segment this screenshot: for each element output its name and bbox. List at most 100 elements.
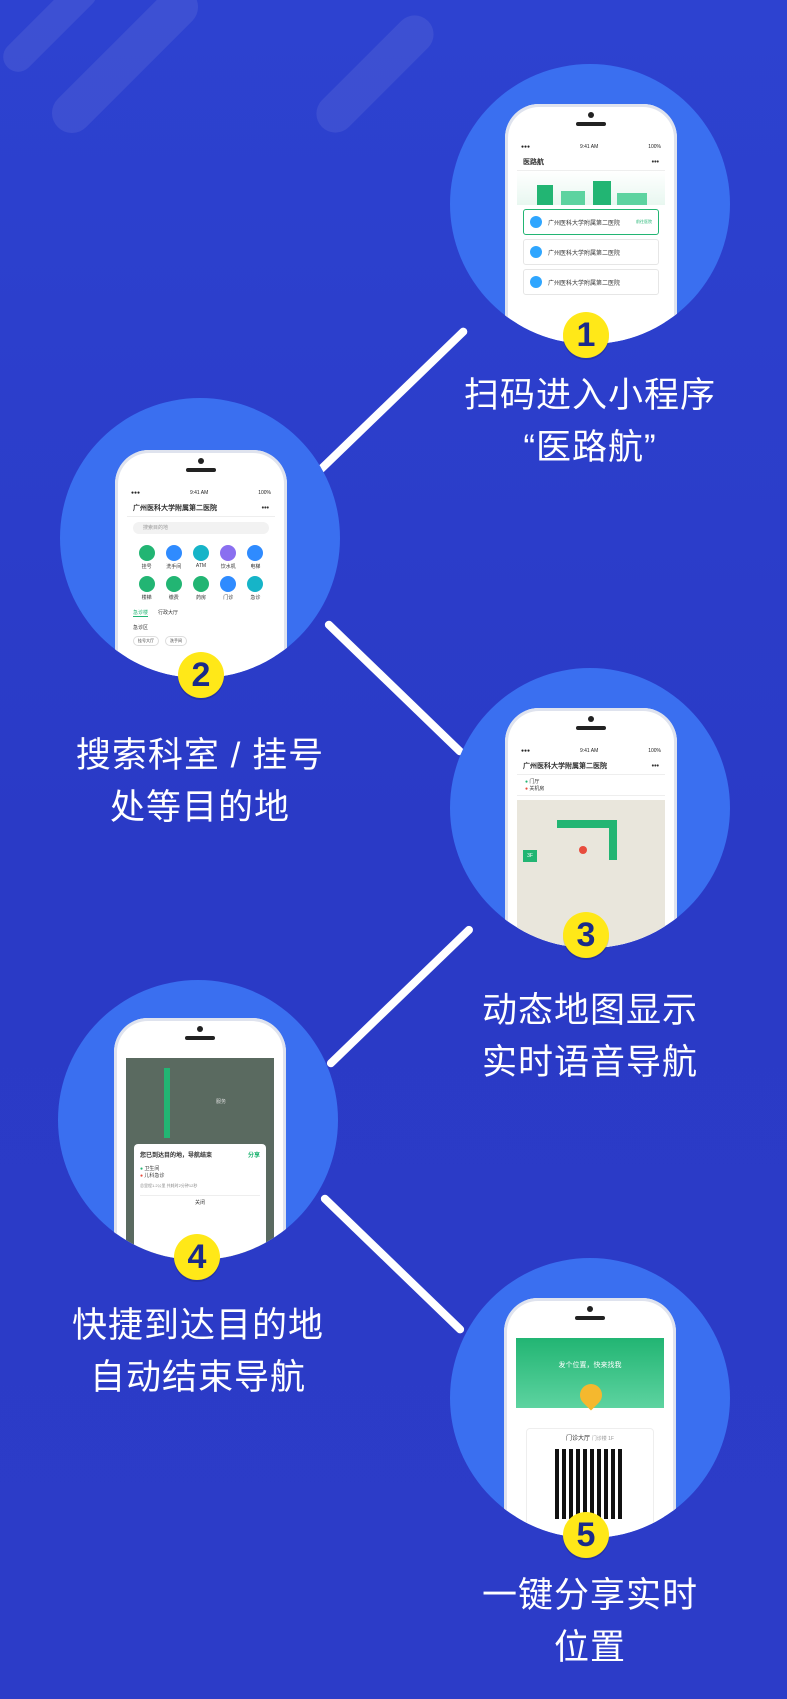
building-tabs: 急诊楼 行政大厅 xyxy=(127,607,275,619)
decor-streak xyxy=(0,0,104,79)
origin-dot-icon: ● xyxy=(525,779,529,785)
category-item[interactable]: ATM xyxy=(187,545,214,570)
place-name: 门诊大厅 xyxy=(566,1436,591,1442)
app-title: 广州医科大学附属第二医院 xyxy=(133,505,217,512)
hospital-icon xyxy=(530,276,542,288)
map-label: 服务 xyxy=(216,1099,227,1105)
location-pin-icon xyxy=(579,846,587,854)
category-item[interactable]: 洗手间 xyxy=(160,545,187,570)
more-icon[interactable]: ••• xyxy=(651,158,659,166)
step-5-caption: 一键分享实时 位置 xyxy=(481,1576,698,1667)
category-icon xyxy=(192,576,209,592)
category-icon xyxy=(247,576,264,592)
phone-screen: 发个位置，快来找我 门诊大厅 门诊楼 1F xyxy=(516,1338,664,1538)
category-item[interactable]: 楼梯 xyxy=(133,576,160,601)
phone-camera xyxy=(198,458,204,464)
route-line xyxy=(164,1068,170,1138)
category-item[interactable]: 饮水机 xyxy=(215,545,242,570)
more-icon[interactable]: ••• xyxy=(261,504,269,512)
app-title: 医路航 xyxy=(523,159,544,166)
step-5-badge: 5 xyxy=(563,1512,609,1558)
route-panel: ● 门厅 ● 关机房 xyxy=(517,775,665,796)
floor-tag: 门诊楼 1F xyxy=(591,1436,614,1442)
category-item[interactable]: 门诊 xyxy=(215,576,242,601)
hospital-list-item[interactable]: 广州医科大学附属第二医院 xyxy=(523,239,659,265)
phone-speaker xyxy=(185,1036,215,1040)
hospital-list-item[interactable]: 广州医科大学附属第二医院 xyxy=(523,269,659,295)
tab-admin-hall[interactable]: 行政大厅 xyxy=(158,610,179,616)
category-icon xyxy=(138,545,155,561)
step-4-circle: 服务 您已到达目的地，导航结束 分享 ● 卫生间 ● 儿科急诊 总里程1.2公里… xyxy=(58,980,338,1260)
app-title-bar: 广州医科大学附属第二医院 ••• xyxy=(127,500,275,517)
category-icon xyxy=(165,545,182,561)
trip-summary: 总里程1.2公里 共耗时2分钟12秒 xyxy=(140,1183,198,1188)
phone-camera xyxy=(197,1026,203,1032)
category-item[interactable]: 电梯 xyxy=(242,545,269,570)
chip[interactable]: 挂号大厅 xyxy=(133,636,159,646)
app-title-bar: 广州医科大学附属第二医院••• xyxy=(517,758,665,775)
app-title-bar: 医路航 ••• xyxy=(517,154,665,171)
route-origin[interactable]: 门厅 xyxy=(529,779,540,785)
category-icon-grid: 挂号 洗手间 ATM 饮水机 电梯 楼梯 缴费 药房 门诊 急诊 xyxy=(127,539,275,607)
category-item[interactable]: 挂号 xyxy=(133,545,160,570)
category-item[interactable]: 缴费 xyxy=(160,576,187,601)
decor-streak xyxy=(308,7,442,141)
step-3-badge: 3 xyxy=(563,912,609,958)
phone-speaker xyxy=(576,122,606,126)
step-3-caption: 动态地图显示 实时语音导航 xyxy=(481,991,698,1082)
category-icon xyxy=(165,576,182,592)
phone-camera xyxy=(588,112,594,118)
city-banner xyxy=(517,171,665,205)
step-1-caption: 扫码进入小程序 “医路航” xyxy=(463,376,716,467)
category-icon xyxy=(220,545,237,561)
chip[interactable]: 洗手间 xyxy=(165,636,187,646)
section-label: 急诊区 xyxy=(133,625,149,631)
route-destination[interactable]: 关机房 xyxy=(529,786,545,792)
step-4-badge: 4 xyxy=(174,1234,220,1280)
phone-camera xyxy=(588,716,594,722)
phone-camera xyxy=(587,1306,593,1312)
phone-speaker xyxy=(575,1316,605,1320)
category-icon xyxy=(138,576,155,592)
destination-dot-icon: ● xyxy=(525,786,529,792)
chip-row: 挂号大厅 洗手间 xyxy=(127,636,275,646)
close-button[interactable]: 关闭 xyxy=(140,1195,260,1206)
phone-speaker xyxy=(186,468,216,472)
hospital-icon xyxy=(530,216,542,228)
floor-switch-button[interactable]: 3F xyxy=(523,850,537,862)
step-2-caption: 搜索科室 / 挂号 处等目的地 xyxy=(75,736,325,827)
qr-code-icon[interactable] xyxy=(555,1449,625,1519)
hospital-icon xyxy=(530,246,542,258)
origin-dot-icon: ● xyxy=(140,1166,144,1172)
search-bar[interactable]: 搜索目的地 xyxy=(133,522,269,534)
category-icon xyxy=(220,576,237,592)
phone-mockup: 服务 您已到达目的地，导航结束 分享 ● 卫生间 ● 儿科急诊 总里程1.2公里… xyxy=(114,1018,286,1260)
category-icon xyxy=(192,545,209,561)
category-item[interactable]: 急诊 xyxy=(242,576,269,601)
tab-emergency-building[interactable]: 急诊楼 xyxy=(133,610,149,617)
location-card: 门诊大厅 门诊楼 1F xyxy=(526,1428,654,1538)
destination-dot-icon: ● xyxy=(140,1173,144,1179)
step-5-circle: 发个位置，快来找我 门诊大厅 门诊楼 1F xyxy=(450,1258,730,1538)
step-1-badge: 1 xyxy=(563,312,609,358)
step-4-caption: 快捷到达目的地 自动结束导航 xyxy=(71,1306,324,1397)
phone-speaker xyxy=(576,726,606,730)
share-link[interactable]: 分享 xyxy=(247,1153,260,1159)
category-icon xyxy=(247,545,264,561)
category-item[interactable]: 药房 xyxy=(187,576,214,601)
more-icon[interactable]: ••• xyxy=(651,762,659,770)
hospital-list-item[interactable]: 广州医科大学附属第二医院前往医院 xyxy=(523,209,659,235)
step-2-badge: 2 xyxy=(178,652,224,698)
phone-mockup: 发个位置，快来找我 门诊大厅 门诊楼 1F xyxy=(504,1298,676,1538)
